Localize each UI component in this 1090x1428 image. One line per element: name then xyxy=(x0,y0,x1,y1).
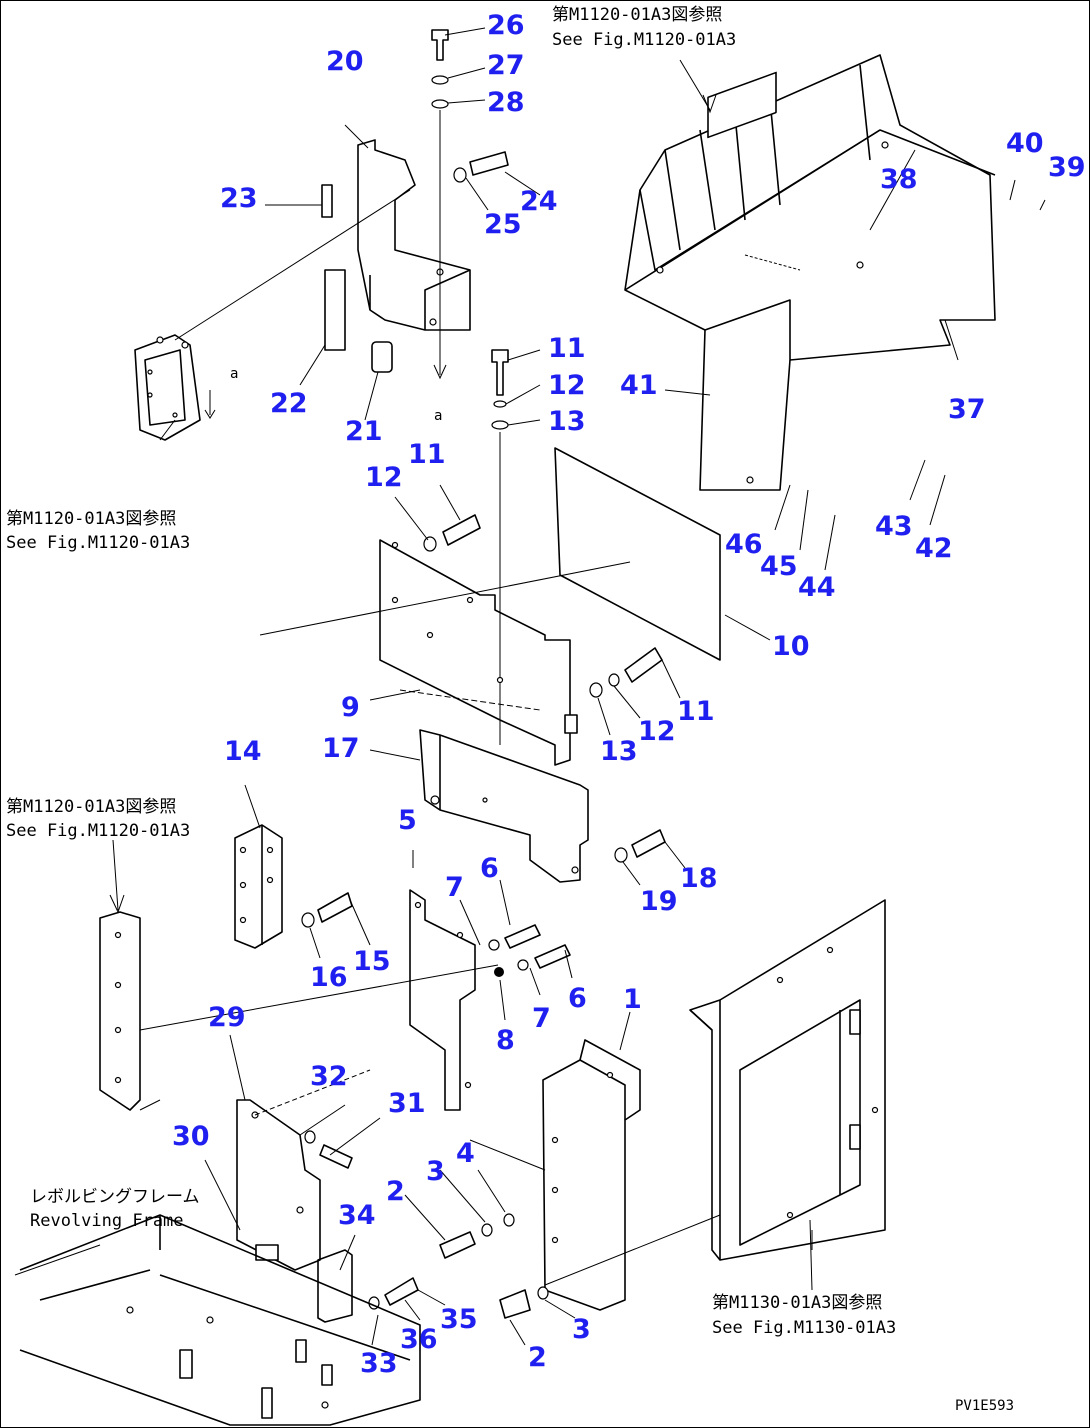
callout-46: 46 xyxy=(725,529,763,560)
callout-38: 38 xyxy=(880,164,918,195)
callout-4: 4 xyxy=(456,1138,475,1169)
note-top-right-en: See Fig.M1120-01A3 xyxy=(552,30,736,50)
callout-3-bottom: 3 xyxy=(572,1314,591,1345)
long-strip-left xyxy=(99,911,499,1111)
bolts-2-3 xyxy=(439,1213,549,1319)
callout-31: 31 xyxy=(388,1088,426,1119)
note-frame-en: Revolving Frame xyxy=(30,1211,184,1231)
callout-11-top: 11 xyxy=(548,333,586,364)
callout-30: 30 xyxy=(172,1121,210,1152)
callout-2-top: 2 xyxy=(386,1176,405,1207)
cover-assembly-top-right xyxy=(624,54,996,491)
bolts-6-7-8 xyxy=(488,924,571,977)
callout-11-right: 11 xyxy=(677,696,715,727)
leader-lines xyxy=(109,27,1046,1346)
callout-2-bottom: 2 xyxy=(528,1342,547,1373)
callout-6-top: 6 xyxy=(480,853,499,884)
callout-37: 37 xyxy=(948,394,986,425)
callout-24: 24 xyxy=(520,186,558,217)
bolt-31-32 xyxy=(304,1130,353,1169)
bolt-24-25 xyxy=(453,151,509,183)
marker-a-left: a xyxy=(230,366,238,382)
note-lower-left-jp: 第M1120-01A3図参照 xyxy=(6,797,176,817)
callout-34: 34 xyxy=(338,1200,376,1231)
callout-14: 14 xyxy=(224,736,262,767)
bracket-34 xyxy=(317,1249,419,1323)
bolt-15-16 xyxy=(301,892,353,928)
callout-5: 5 xyxy=(398,805,417,836)
callout-3-top: 3 xyxy=(426,1156,445,1187)
callout-11-left: 11 xyxy=(408,439,446,470)
callout-27: 27 xyxy=(487,50,525,81)
callout-labels: 26 27 28 20 24 25 23 22 21 11 12 13 11 1… xyxy=(172,10,1086,1379)
bracket-17 xyxy=(419,729,589,883)
bracket-14 xyxy=(234,824,283,949)
bracket-5 xyxy=(409,850,476,1111)
callout-21: 21 xyxy=(345,416,383,447)
callout-1: 1 xyxy=(623,984,642,1015)
callout-15: 15 xyxy=(353,946,391,977)
callout-13-right: 13 xyxy=(600,736,638,767)
callout-39: 39 xyxy=(1048,152,1086,183)
note-bottom-right-jp: 第M1130-01A3図参照 xyxy=(712,1293,882,1313)
callout-12-top: 12 xyxy=(548,370,586,401)
callout-25: 25 xyxy=(484,209,522,240)
bolt-11-12-13-right xyxy=(589,647,663,698)
callout-12-right: 12 xyxy=(638,716,676,747)
callout-36: 36 xyxy=(400,1324,438,1355)
frame-door-bottom-right xyxy=(689,899,886,1261)
bolt-11-12-13-top xyxy=(491,349,509,745)
callout-43: 43 xyxy=(875,511,913,542)
bolt-11-12-left xyxy=(423,514,481,552)
note-bottom-right-en: See Fig.M1130-01A3 xyxy=(712,1318,896,1338)
callout-23: 23 xyxy=(220,183,258,214)
callout-33: 33 xyxy=(360,1348,398,1379)
callout-26: 26 xyxy=(487,10,525,41)
callout-13-top: 13 xyxy=(548,406,586,437)
reference-notes: 第M1120-01A3図参照 See Fig.M1120-01A3 第M1120… xyxy=(6,5,1014,1414)
note-top-right-jp: 第M1120-01A3図参照 xyxy=(552,5,722,25)
callout-40: 40 xyxy=(1006,128,1044,159)
callout-44: 44 xyxy=(798,572,836,603)
panel-9 xyxy=(259,539,631,766)
bolt-18-19 xyxy=(614,829,666,863)
callout-42: 42 xyxy=(915,533,953,564)
callout-16: 16 xyxy=(310,962,348,993)
callout-28: 28 xyxy=(487,87,525,118)
callout-18: 18 xyxy=(680,863,718,894)
callout-6-bottom: 6 xyxy=(568,983,587,1014)
callout-10: 10 xyxy=(772,631,810,662)
callout-9: 9 xyxy=(341,692,360,723)
note-frame-jp: レボルビングフレーム xyxy=(30,1187,200,1207)
callout-12-left: 12 xyxy=(365,462,403,493)
control-box-left xyxy=(134,189,411,441)
note-mid-left-en: See Fig.M1120-01A3 xyxy=(6,533,190,553)
callout-7-bottom: 7 xyxy=(532,1003,551,1034)
callout-35: 35 xyxy=(440,1304,478,1335)
revolving-frame xyxy=(14,1214,421,1426)
callout-7-top: 7 xyxy=(445,872,464,903)
marker-a-center: a xyxy=(434,408,442,424)
callout-8: 8 xyxy=(496,1025,515,1056)
cover-1 xyxy=(469,1039,721,1311)
callout-41: 41 xyxy=(620,370,658,401)
callout-17: 17 xyxy=(322,733,360,764)
callout-20: 20 xyxy=(326,46,364,77)
callout-29: 29 xyxy=(208,1002,246,1033)
note-mid-left-jp: 第M1120-01A3図参照 xyxy=(6,509,176,529)
note-lower-left-en: See Fig.M1120-01A3 xyxy=(6,821,190,841)
callout-22: 22 xyxy=(270,388,308,419)
figure-code: PV1E593 xyxy=(955,1398,1014,1414)
callout-45: 45 xyxy=(760,551,798,582)
reference-markers: a a xyxy=(230,366,442,424)
plate-29-30 xyxy=(236,1069,371,1271)
bracket-20-group xyxy=(321,139,471,373)
bolt-stack-26-28 xyxy=(431,29,449,380)
callout-19: 19 xyxy=(640,886,678,917)
callout-32: 32 xyxy=(310,1061,348,1092)
panel-10 xyxy=(554,447,721,661)
